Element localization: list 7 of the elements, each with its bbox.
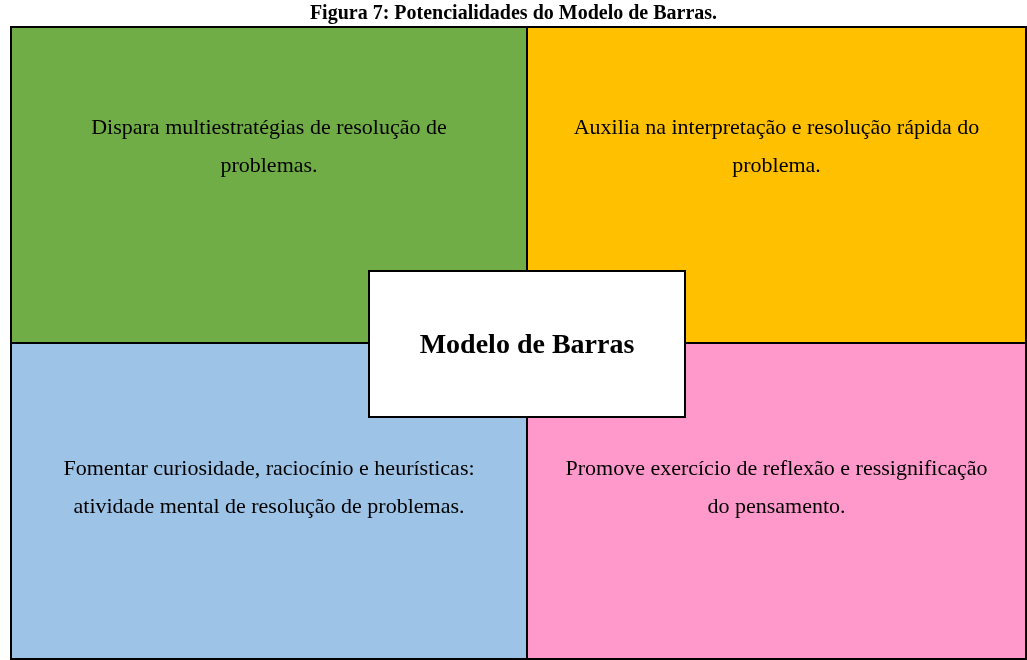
center-title: Modelo de Barras — [419, 328, 635, 360]
center-box — [368, 270, 686, 418]
quadrant-text: Auxilia na interpretação e resolução rápida do problema. — [572, 113, 981, 179]
quadrant-text: Promove exercício de reflexão e ressignificação do pensamento. — [564, 454, 989, 520]
quadrant-text: Fomentar curiosidade, raciocínio e heurísticas: atividade mental de resolução de problemas. — [62, 454, 476, 520]
quadrant-text: Dispara multiestratégias de resolução de problemas. — [90, 113, 448, 179]
figure-title: Figura 7: Potencialidades do Modelo de Barras. — [308, 1, 719, 23]
